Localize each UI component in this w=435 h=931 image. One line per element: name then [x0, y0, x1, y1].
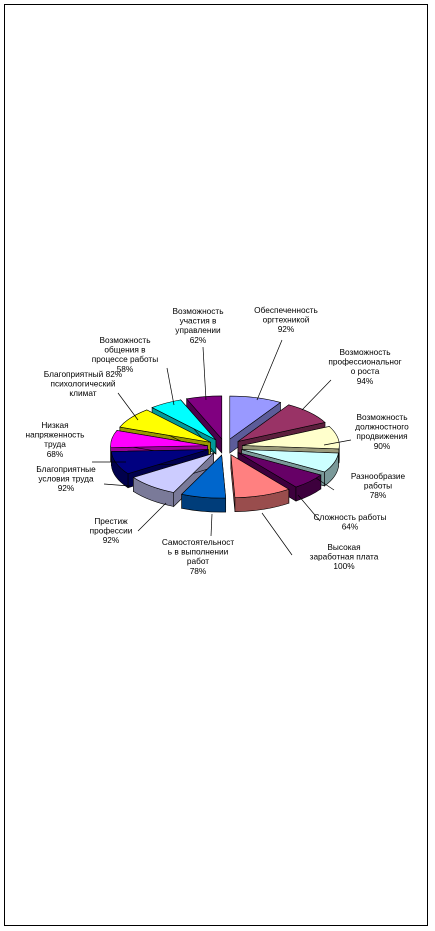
- leader-line: [117, 392, 139, 421]
- slice-value: 68%: [47, 449, 64, 459]
- slice-value: 78%: [370, 490, 387, 500]
- pie-slice-7: [181, 454, 227, 513]
- leader-line: [202, 346, 207, 401]
- pie-slice-top: [110, 430, 208, 448]
- slice-value: 92%: [58, 483, 75, 493]
- leader-line: [210, 513, 213, 537]
- slice-value: 94%: [357, 376, 374, 386]
- slice-value: 92%: [103, 535, 120, 545]
- slice-value: 64%: [342, 522, 359, 532]
- leader-line: [315, 477, 335, 491]
- slice-value: 90%: [374, 441, 391, 451]
- slice-value: 100%: [333, 561, 355, 571]
- leader-line: [166, 367, 175, 406]
- pie-slice-top: [241, 449, 339, 473]
- leader-line: [301, 379, 332, 411]
- leader-line: [323, 439, 352, 446]
- leader-line: [297, 494, 321, 522]
- pie-slice-top: [229, 395, 282, 440]
- pie-slice-top: [242, 426, 340, 450]
- pie-slice-top: [111, 449, 209, 475]
- leader-line: [137, 502, 167, 532]
- pie-slice-top: [119, 409, 211, 443]
- pie-slice-top: [186, 395, 223, 440]
- slice-value: 62%: [190, 335, 207, 345]
- slice-value: 92%: [278, 324, 295, 334]
- pie-slice-top: [151, 399, 217, 441]
- pie-slice-top: [237, 452, 322, 488]
- leader-line: [261, 512, 293, 556]
- pie-slice-top: [132, 453, 214, 493]
- pie-slice-top: [230, 454, 290, 499]
- pie-slice-top: [181, 454, 227, 499]
- pie-slice-top: [237, 404, 326, 442]
- leader-line: [103, 483, 131, 487]
- leader-line: [256, 339, 283, 401]
- pie-slice-6: [230, 454, 290, 513]
- slice-value: 58%: [117, 364, 134, 374]
- slice-value: 78%: [190, 566, 207, 576]
